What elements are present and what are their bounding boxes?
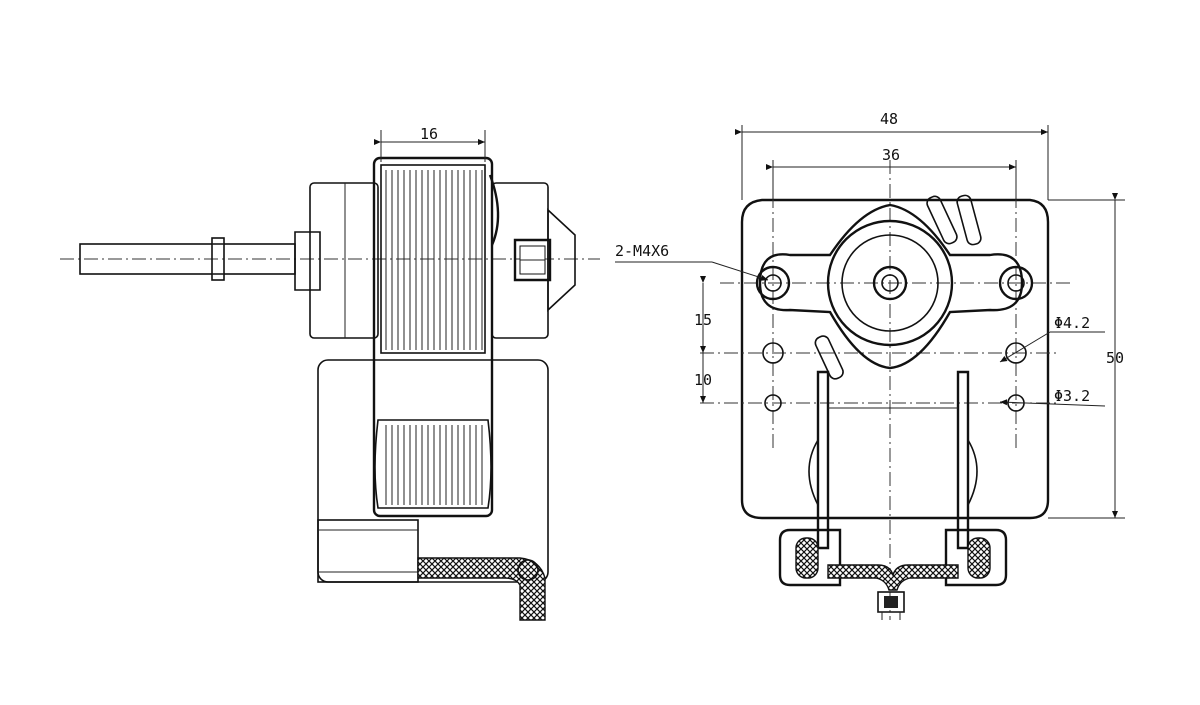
front-frame [740, 198, 1050, 520]
callout-hole-large: Φ4.2 [1054, 314, 1090, 332]
rear-bearing-cap [547, 208, 576, 312]
u-arm-right [956, 370, 970, 550]
spring-clip-top-1 [926, 195, 958, 245]
bearing-boss-inner [841, 234, 939, 332]
front-view: 48 36 50 15 10 2-M4X6 Φ4.2 Φ3.2 [615, 110, 1125, 620]
front-end-bell [309, 182, 379, 339]
spring-clip-bottom [814, 335, 844, 380]
side-view: 16 [60, 125, 600, 621]
bearing-boss-outer [826, 219, 954, 347]
stator-upper [380, 164, 486, 354]
terminal-box [317, 519, 419, 583]
rear-clip [513, 238, 552, 282]
coil-bulge-left [808, 439, 819, 506]
hole-4-2-right [1005, 342, 1027, 364]
coil-laminations [385, 425, 483, 505]
front-bearing [294, 231, 321, 291]
callout-screw: 2-M4X6 [615, 242, 669, 260]
dim-front-hole-spacing: 36 [882, 146, 900, 164]
dim-hole-spacing-lower: 10 [694, 371, 712, 389]
coil-bulge-right [967, 439, 978, 506]
shaft-hole [872, 265, 908, 301]
bottom-wire-braid [827, 564, 959, 591]
winding-left [795, 537, 819, 579]
u-arm-left [816, 370, 830, 550]
mount-hole-right [998, 265, 1034, 301]
dim-front-overall-width: 48 [880, 110, 898, 128]
shaft-collar [211, 237, 225, 281]
winding-right [967, 537, 991, 579]
coil-housing [317, 359, 549, 583]
hole-3-2-left [764, 394, 782, 412]
dim-side-width: 16 [420, 125, 438, 143]
lead-wire [417, 557, 546, 621]
dim-front-height: 50 [1106, 349, 1124, 367]
mount-bracket [758, 203, 1024, 370]
wire-grommet [517, 559, 539, 581]
stator-stack [372, 156, 494, 518]
hole-4-2-left [762, 342, 784, 364]
bobbin-left [778, 528, 842, 587]
callout-hole-small: Φ3.2 [1054, 387, 1090, 405]
spring-clip-top-2 [956, 194, 982, 246]
bobbin-right [944, 528, 1008, 587]
dim-hole-spacing-upper: 15 [694, 311, 712, 329]
stator-laminations [385, 170, 483, 350]
mount-hole-left [755, 265, 791, 301]
